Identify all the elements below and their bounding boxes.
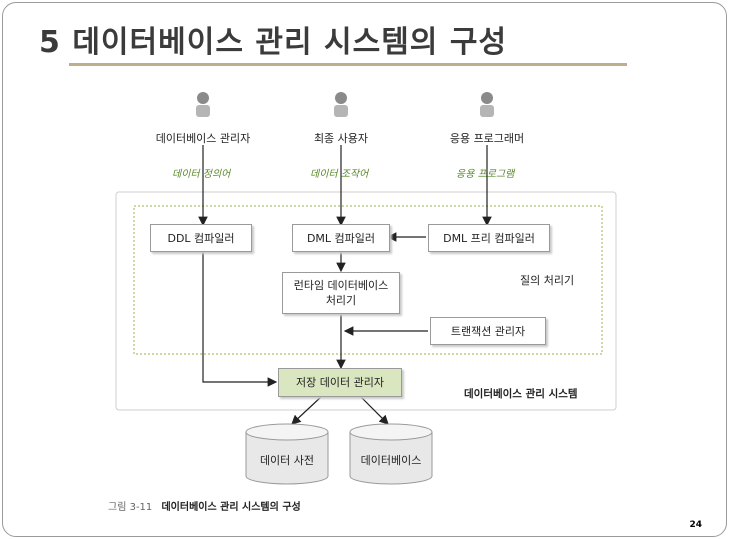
dba-label: 데이터베이스 관리자 (155, 132, 251, 145)
title-underline (69, 63, 627, 66)
transaction-manager-box: 트랜잭션 관리자 (430, 317, 546, 345)
dbms-label: 데이터베이스 관리 시스템 (464, 388, 578, 400)
dba-user-icon (196, 92, 210, 117)
ddl-compiler-box: DDL 컴파일러 (150, 224, 252, 252)
database-label: 데이터베이스 (360, 454, 422, 467)
data-dictionary-label: 데이터 사전 (259, 454, 315, 467)
runtime-processor-line1: 런타임 데이터베이스 (293, 279, 389, 292)
dml-language-label: 데이터 조작어 (310, 169, 369, 180)
database-cylinder (349, 423, 433, 485)
dbms-boundary (115, 191, 617, 411)
figure-caption: 그림 3-11 데이터베이스 관리 시스템의 구성 (108, 498, 301, 513)
figure-number: 그림 3-11 (108, 502, 153, 513)
query-processor-label: 질의 처리기 (520, 274, 575, 287)
storage-manager-box: 저장 데이터 관리자 (278, 368, 402, 397)
arrow-storage-to-database (359, 395, 389, 425)
end-user-icon (334, 92, 348, 117)
figure-caption-text: 데이터베이스 관리 시스템의 구성 (161, 502, 301, 513)
runtime-processor-line2: 처리기 (325, 294, 357, 307)
app-program-label: 응용 프로그램 (456, 169, 515, 180)
query-processor-boundary (133, 205, 603, 355)
programmer-label: 응용 프로그래머 (449, 132, 525, 145)
page-number: 24 (689, 520, 702, 530)
end-user-label: 최종 사용자 (313, 132, 369, 145)
runtime-processor-box: 런타임 데이터베이스 처리기 (282, 272, 400, 314)
dml-precompiler-box: DML 프리 컴파일러 (428, 224, 550, 252)
ddl-language-label: 데이터 정의어 (172, 169, 231, 180)
arrow-ddl-to-storage (202, 252, 278, 387)
programmer-user-icon (480, 92, 494, 117)
dml-compiler-box: DML 컴파일러 (292, 224, 390, 252)
data-dictionary-cylinder (245, 423, 329, 485)
arrow-storage-to-dictionary (291, 395, 323, 425)
slide-title: 5 데이터베이스 관리 시스템의 구성 (39, 25, 508, 60)
